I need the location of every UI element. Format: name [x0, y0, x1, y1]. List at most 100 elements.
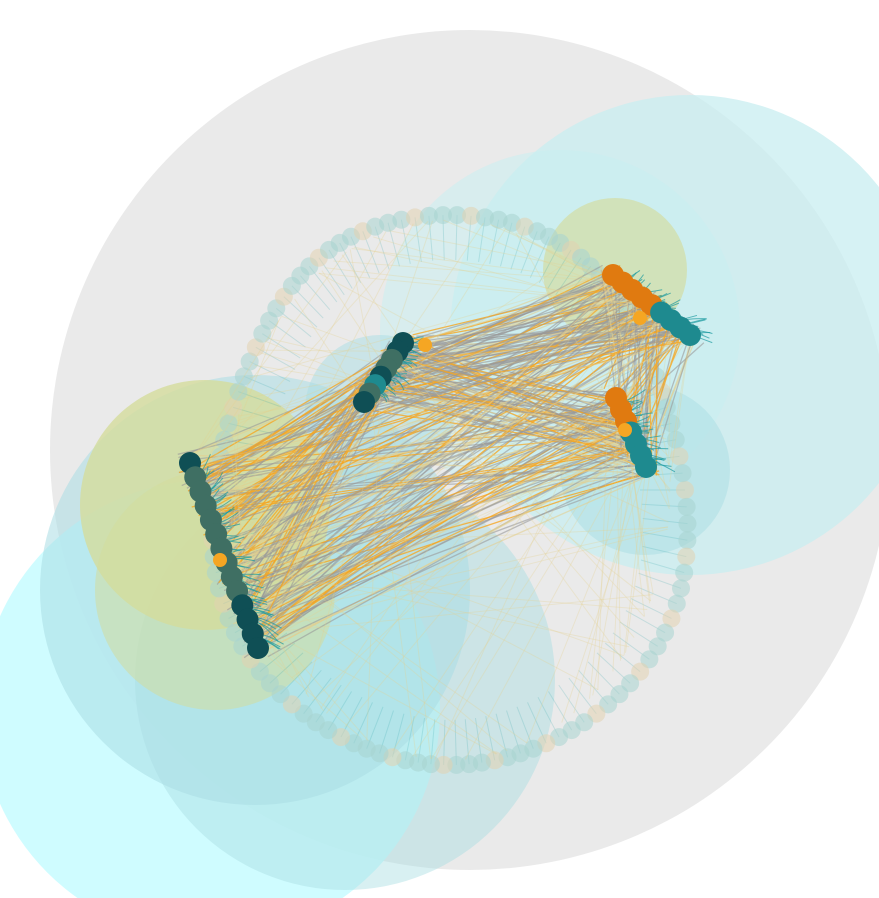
edge-line	[363, 397, 611, 421]
edge-line-faint	[249, 274, 614, 379]
ring-node	[219, 414, 238, 433]
edge-line	[642, 340, 682, 432]
ring-node	[678, 514, 697, 533]
edge-line-faint	[231, 576, 648, 611]
edge-line-faint	[233, 384, 376, 544]
edge-line	[223, 338, 693, 560]
edge-line	[255, 412, 618, 641]
ring-node	[676, 481, 694, 499]
edge-line	[395, 344, 632, 446]
edge-line	[186, 341, 683, 471]
edge-line-faint	[573, 455, 642, 714]
edge-line-faint	[388, 230, 614, 276]
edge-line	[243, 387, 369, 572]
ring-node	[224, 398, 243, 417]
edge-line-faint	[341, 254, 404, 344]
edge-line	[364, 264, 621, 389]
edge-line-faint	[412, 334, 691, 757]
ring-node	[406, 208, 425, 227]
ring-node	[250, 662, 269, 681]
edge-line	[253, 419, 640, 621]
ring-node	[670, 447, 689, 466]
edge-line-faint	[397, 351, 623, 659]
edge-line-faint	[252, 228, 506, 635]
edge-line-faint	[264, 289, 633, 637]
cluster-node	[679, 324, 701, 346]
edge-line-faint	[247, 526, 669, 621]
edge-line	[245, 451, 651, 576]
edge-line	[403, 343, 604, 397]
hub-node	[633, 311, 647, 325]
edge-line	[643, 323, 695, 469]
edge-line-faint	[366, 376, 382, 740]
hub-node	[618, 423, 632, 437]
cluster-node	[247, 637, 269, 659]
ring-node	[260, 674, 279, 693]
edge-line	[248, 406, 631, 650]
edge-line-faint	[312, 409, 622, 702]
ring-node	[640, 650, 659, 669]
edge-line	[600, 266, 625, 407]
edge-line	[251, 405, 377, 598]
edge-line	[214, 277, 608, 532]
edge-line	[396, 319, 673, 374]
edge-line-faint	[561, 466, 647, 723]
cluster-node	[353, 391, 375, 413]
edge-line-faint	[353, 246, 662, 313]
edge-line	[372, 400, 642, 441]
edge-line	[373, 327, 683, 413]
edge-line-faint	[397, 351, 645, 617]
edge-line-faint	[592, 312, 662, 696]
edge-line-faint	[221, 391, 656, 549]
edge-line-faint	[205, 337, 632, 507]
edge-line-faint	[597, 274, 614, 690]
cluster-node	[635, 456, 657, 478]
edge-line-faint	[622, 282, 671, 508]
edge-line-faint	[252, 528, 668, 635]
edge-line-faint	[236, 466, 647, 557]
edge-line-faint	[230, 432, 632, 478]
edge-line-faint	[189, 251, 347, 464]
edge-line-faint	[668, 334, 691, 466]
edge-line-faint	[205, 320, 280, 506]
edge-line-faint	[391, 341, 635, 361]
edge-line-faint	[374, 384, 669, 523]
edge-line	[229, 433, 617, 578]
hub-node	[213, 553, 227, 567]
edge-line-faint	[200, 386, 654, 492]
ring-node	[419, 206, 438, 225]
edge-line	[653, 326, 697, 465]
edge-line-faint	[230, 466, 647, 498]
edge-line	[264, 471, 632, 647]
edge-line-faint	[385, 368, 432, 760]
edge-line-faint	[374, 384, 651, 602]
edge-line	[207, 385, 370, 502]
edge-line	[397, 277, 615, 359]
ring-node	[648, 637, 667, 656]
edge-line	[192, 454, 635, 474]
edge-line	[243, 270, 621, 600]
edge-line-faint	[392, 409, 622, 751]
edge-line-faint	[237, 376, 381, 422]
edge-line-faint	[254, 364, 376, 386]
edge-line-faint	[200, 491, 508, 752]
edge-line	[197, 286, 631, 472]
edge-line-faint	[434, 297, 643, 760]
edge-line-faint	[261, 349, 398, 352]
ring-node	[677, 547, 696, 566]
ring-node	[673, 464, 692, 483]
edge-line-faint	[267, 337, 627, 422]
edge-line-faint	[349, 249, 376, 386]
edge-line	[235, 357, 411, 596]
ring-node	[229, 382, 248, 401]
edge-line	[221, 304, 652, 554]
edge-line-faint	[189, 316, 282, 464]
ring-node	[666, 430, 685, 449]
edge-line	[187, 386, 356, 456]
edge-line	[398, 337, 688, 378]
edge-line-faint	[267, 304, 652, 642]
ring-node	[675, 563, 694, 582]
edge-line	[209, 457, 632, 515]
edge-line	[224, 278, 619, 566]
